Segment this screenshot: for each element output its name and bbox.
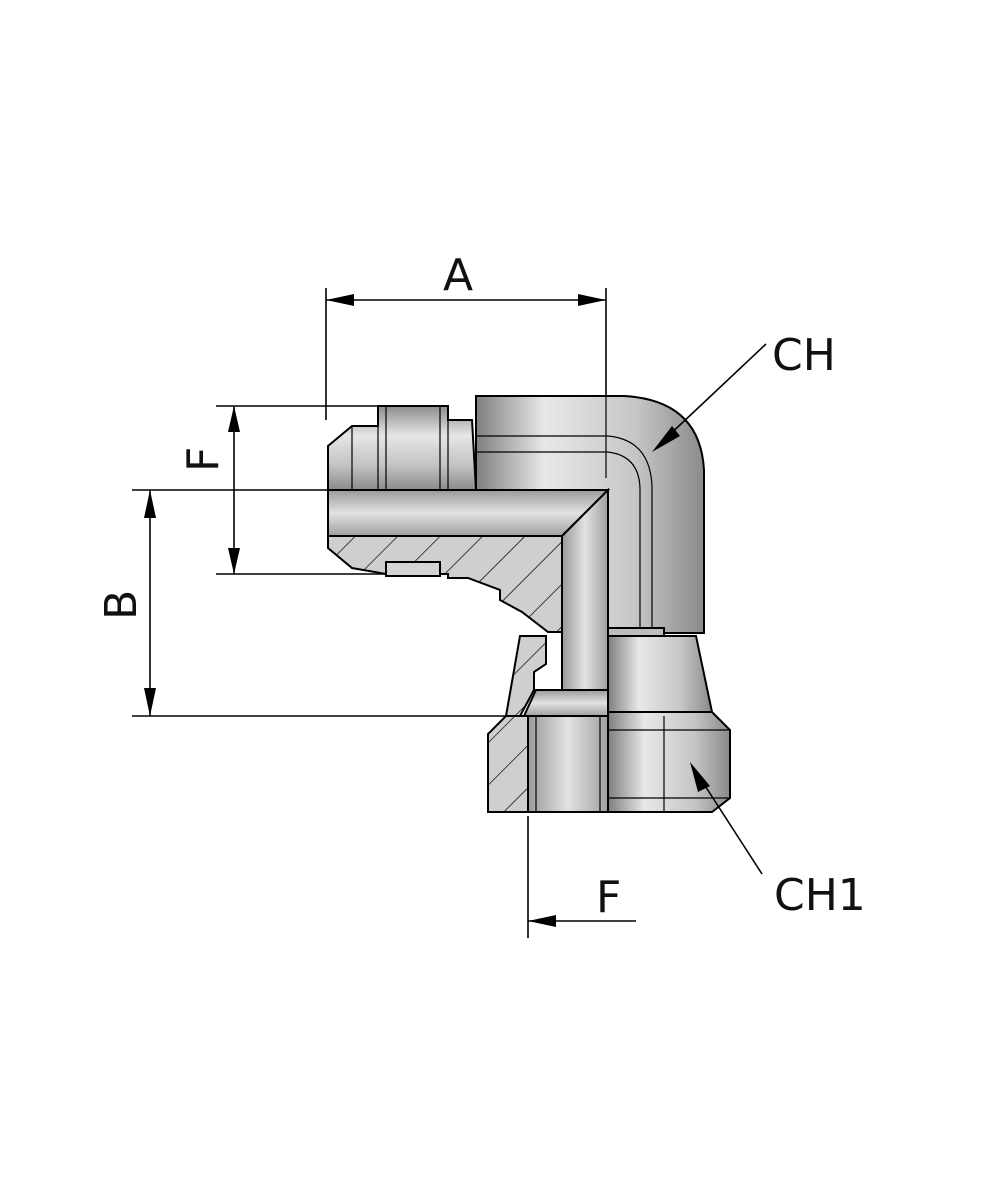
dimension-f-bottom: F (527, 816, 636, 938)
leader-ch: CH (652, 330, 836, 452)
swivel-nut-neck (607, 635, 714, 713)
dimension-f-bottom-label: F (596, 872, 621, 923)
horizontal-bore (327, 489, 611, 537)
stud-section-hatch (327, 535, 563, 633)
dimension-b-label: B (96, 590, 147, 620)
cone-seat (522, 689, 609, 717)
ch-label: CH (772, 330, 836, 381)
leader-ch1: CH1 (690, 762, 866, 921)
ch1-label: CH1 (774, 870, 866, 921)
dimension-a: A (325, 250, 607, 420)
fitting-body (327, 395, 731, 813)
nut-section-lower (487, 715, 529, 813)
female-bore (527, 715, 609, 813)
dimension-b: B (96, 489, 522, 717)
male-stud-top (327, 405, 478, 491)
dimension-a-label: A (443, 250, 473, 301)
dimension-f-left-label: F (178, 447, 229, 472)
